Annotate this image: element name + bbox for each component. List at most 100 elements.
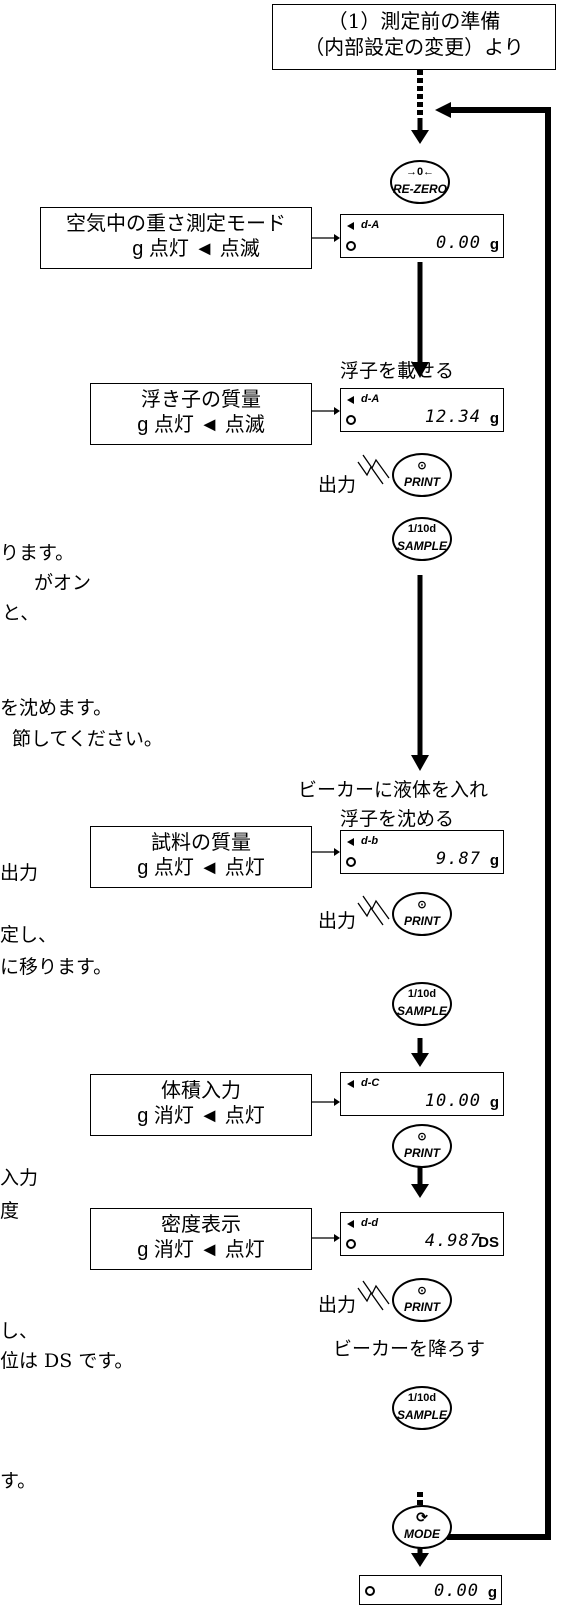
display-unit: g (489, 236, 499, 253)
stable-triangle-icon (347, 222, 354, 230)
zero-circle-icon (346, 857, 356, 867)
balance-display-float: d-A 12.34 g (340, 388, 504, 432)
connector-arrow-2 (334, 407, 340, 415)
display-mode: d-A (361, 393, 380, 405)
state-volume-input: 体積入力 g 消灯 ◄ 点灯 (90, 1074, 312, 1136)
arrow-head-3 (411, 755, 429, 771)
side-text: 入力 (0, 1167, 39, 1189)
side-text: に移ります。 (0, 956, 113, 978)
state-air-weighing: 空気中の重さ測定モード g 点灯 ◄ 点滅 (40, 207, 312, 269)
arrow-head-4 (411, 1053, 429, 1067)
arrow-head-5 (411, 1184, 429, 1198)
state-title: 体積入力 (161, 1078, 241, 1102)
zero-circle-icon (346, 1239, 356, 1249)
connector-arrow-1 (334, 234, 340, 242)
mode-key[interactable]: ⟳ MODE (392, 1505, 452, 1549)
side-text: ります。 (0, 542, 75, 564)
state-subtitle: g 消灯 ◄ 点灯 (137, 1239, 265, 1261)
output-lightning-icon (357, 1280, 390, 1311)
rezero-key[interactable]: →0← RE-ZERO (390, 160, 450, 204)
side-text: 位は DS です。 (0, 1350, 134, 1372)
display-mode: d-C (361, 1077, 380, 1089)
state-title: 試料の質量 (151, 830, 251, 854)
display-value: 10.00 (424, 1091, 481, 1111)
balance-display-volume: d-C 10.00 g (340, 1072, 504, 1116)
balance-display-sample: d-b 9.87 g (340, 830, 504, 874)
side-text: す。 (0, 1470, 37, 1492)
stable-triangle-icon (347, 1220, 354, 1228)
state-title: 空気中の重さ測定モード (66, 211, 286, 235)
side-text: 定し、 (0, 924, 58, 946)
zero-circle-icon (365, 1586, 375, 1596)
display-mode: d-A (361, 219, 380, 231)
print-key[interactable]: ⊙ PRINT (392, 892, 452, 936)
state-sample-mass: 試料の質量 g 点灯 ◄ 点灯 (90, 826, 312, 888)
side-text: を沈めます。 (0, 697, 113, 719)
display-mode: d-d (361, 1217, 379, 1229)
state-title: 密度表示 (161, 1212, 241, 1236)
display-value: 4.987 (424, 1231, 481, 1251)
lower-beaker-label: ビーカーを降ろす (333, 1338, 486, 1360)
display-mode: d-b (361, 835, 379, 847)
sample-key[interactable]: 1/10d SAMPLE (392, 982, 452, 1026)
mode-label: MODE (404, 1527, 440, 1541)
display-unit: g (489, 852, 499, 869)
output-lightning-icon (357, 895, 390, 926)
sample-label: SAMPLE (396, 539, 447, 553)
display-unit: g (489, 1094, 499, 1111)
display-unit: g (489, 410, 499, 427)
arrow-head-6 (411, 1553, 429, 1567)
display-value: 0.00 (434, 1581, 479, 1601)
rezero-symbol: →0← (405, 166, 435, 178)
side-text: 出力 (0, 862, 39, 884)
display-unit: DS (478, 1234, 499, 1251)
print-label: PRINT (404, 914, 440, 928)
side-text: 度 (0, 1200, 20, 1222)
sample-key[interactable]: 1/10d SAMPLE (392, 1386, 452, 1430)
balance-display-air: d-A 0.00 g (340, 214, 504, 258)
sample-label: SAMPLE (396, 1004, 447, 1018)
side-text: し、 (0, 1320, 39, 1342)
print-icon: ⊙ (417, 1285, 427, 1297)
zero-circle-icon (346, 415, 356, 425)
print-label: PRINT (404, 475, 440, 489)
connector-arrow-4 (334, 1098, 340, 1106)
state-subtitle: g 点灯 ◄ 点滅 (132, 238, 260, 260)
balance-display-density: d-d 4.987 DS (340, 1212, 504, 1256)
side-text: と、 (2, 602, 40, 624)
zero-circle-icon (346, 241, 356, 251)
stable-triangle-icon (347, 396, 354, 404)
arrow-head-1 (411, 130, 429, 144)
start-reference-box: （1）測定前の準備 （内部設定の変更）より (272, 4, 556, 70)
header-line-2: （内部設定の変更）より (304, 35, 524, 59)
state-subtitle: g 消灯 ◄ 点灯 (137, 1105, 265, 1127)
state-title: 浮き子の質量 (141, 387, 261, 411)
display-value: 9.87 (436, 849, 481, 869)
side-text: がオン (34, 572, 92, 594)
stable-triangle-icon (347, 838, 354, 846)
print-icon: ⊙ (417, 460, 427, 472)
print-icon: ⊙ (417, 1131, 427, 1143)
print-key[interactable]: ⊙ PRINT (392, 1278, 452, 1322)
put-float-label: 浮子を載せる (340, 360, 455, 382)
connector-arrow-3 (334, 848, 340, 856)
print-label: PRINT (404, 1300, 440, 1314)
stable-triangle-icon (347, 1080, 354, 1088)
beaker-label-2: 浮子を沈める (340, 808, 455, 830)
side-text: 節してください。 (12, 728, 163, 750)
cycle-icon: ⟳ (416, 1509, 428, 1525)
rezero-label: RE-ZERO (393, 182, 447, 196)
output-label: 出力 (318, 1294, 357, 1316)
output-label: 出力 (318, 910, 357, 932)
state-subtitle: g 点灯 ◄ 点灯 (137, 857, 265, 879)
balance-display-final: 0.00 g (359, 1575, 502, 1605)
print-key[interactable]: ⊙ PRINT (392, 1124, 452, 1168)
state-density-display: 密度表示 g 消灯 ◄ 点灯 (90, 1208, 312, 1270)
print-key[interactable]: ⊙ PRINT (392, 453, 452, 497)
sample-sub: 1/10d (407, 988, 437, 1000)
loop-arrow-head (435, 102, 451, 118)
state-float-mass: 浮き子の質量 g 点灯 ◄ 点滅 (90, 383, 312, 445)
beaker-label-1: ビーカーに液体を入れ (298, 779, 489, 801)
print-label: PRINT (404, 1146, 440, 1160)
sample-key[interactable]: 1/10d SAMPLE (392, 517, 452, 561)
